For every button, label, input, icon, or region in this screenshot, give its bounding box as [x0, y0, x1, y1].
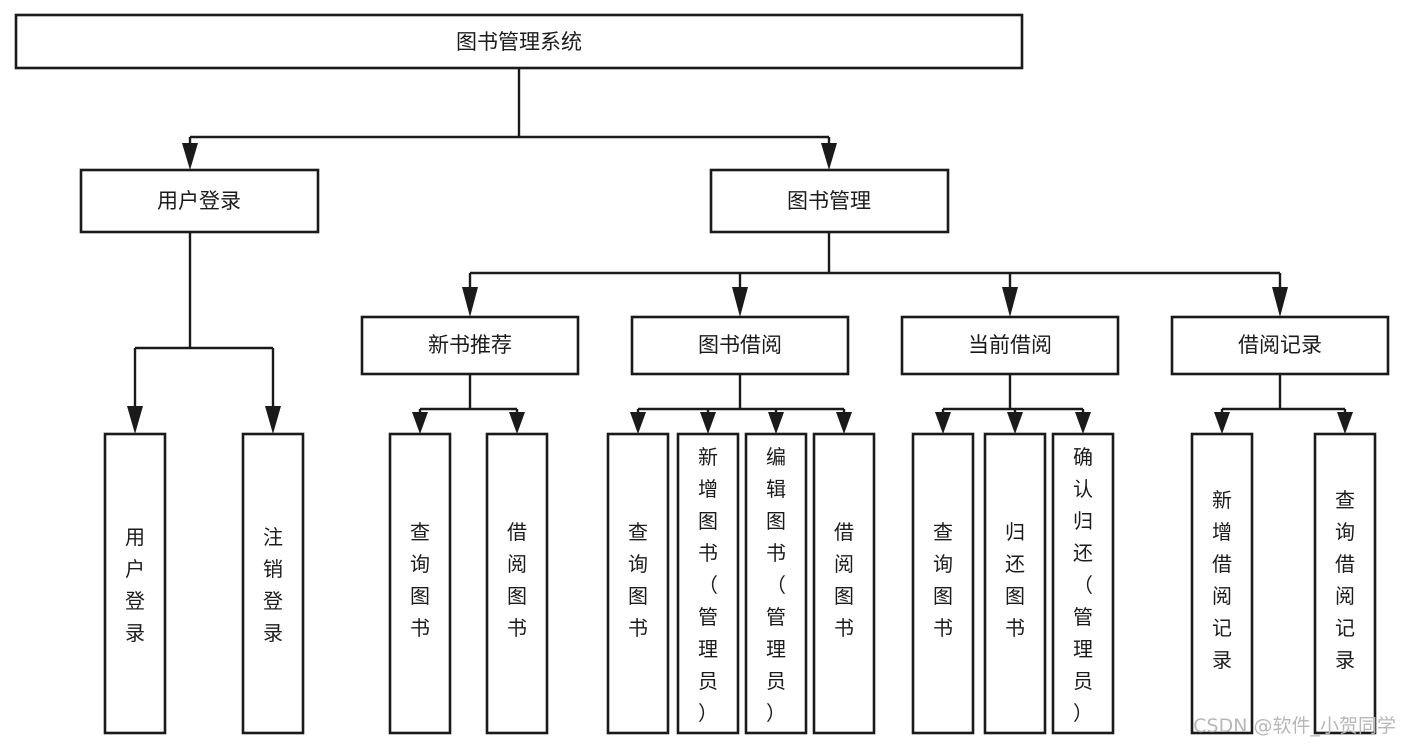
arrow-to-book-borrow [732, 287, 748, 317]
arrow-to-leaf-return-book [1007, 412, 1023, 434]
node-user-login-label: 用户登录 [157, 189, 241, 213]
node-book-borrow-box[interactable] [630, 315, 850, 376]
node-current-borrow-label: 当前借阅 [968, 333, 1052, 357]
node-leaf-query-borrow-record[interactable]: 查询借阅记录 [1313, 432, 1377, 735]
node-book-management[interactable]: 图书管理 [709, 168, 950, 234]
node-book-management-label: 图书管理 [787, 189, 871, 213]
node-leaf-user-login[interactable]: 用户登录 [103, 432, 167, 735]
csdn-watermark: CSDN @软件_小贺同学 [1193, 715, 1396, 737]
node-leaf-query-book-2-box[interactable] [606, 432, 670, 735]
node-leaf-return-book-box[interactable] [983, 432, 1047, 735]
node-leaf-query-borrow-record-box[interactable] [1313, 432, 1377, 735]
arrow-to-leaf-query-borrow-record [1337, 412, 1353, 434]
node-leaf-query-book-3-label: 查询图书 [933, 520, 953, 640]
node-leaf-user-login-label: 用户登录 [125, 525, 145, 645]
node-user-login-box[interactable] [79, 168, 320, 234]
node-new-book-recommend-box[interactable] [360, 315, 580, 376]
node-leaf-add-book[interactable]: 新增图书（管理员） [676, 432, 740, 735]
node-leaf-query-book-3[interactable]: 查询图书 [911, 432, 975, 735]
arrow-to-new-book-recommend [462, 287, 478, 317]
node-leaf-query-book-2[interactable]: 查询图书 [606, 432, 670, 735]
node-leaf-add-borrow-record-box[interactable] [1190, 432, 1254, 735]
arrow-to-leaf-borrow-book-2 [836, 412, 852, 434]
node-leaf-query-book-2-label: 查询图书 [628, 520, 648, 640]
arrow-to-leaf-query-book-2 [630, 412, 646, 434]
arrow-to-leaf-query-book-1 [412, 412, 428, 434]
node-borrow-record[interactable]: 借阅记录 [1170, 315, 1390, 376]
node-leaf-user-login-box[interactable] [103, 432, 167, 735]
node-current-borrow-box[interactable] [900, 315, 1120, 376]
arrow-to-borrow-record [1272, 287, 1288, 317]
node-borrow-record-label: 借阅记录 [1238, 333, 1322, 357]
node-leaf-add-book-box[interactable] [676, 432, 740, 735]
node-leaf-add-borrow-record[interactable]: 新增借阅记录 [1190, 432, 1254, 735]
node-leaf-user-logout-box[interactable] [241, 432, 305, 735]
arrow-to-leaf-add-book [700, 412, 716, 434]
node-leaf-borrow-book-1[interactable]: 借阅图书 [485, 432, 549, 735]
node-leaf-borrow-book-1-box[interactable] [485, 432, 549, 735]
arrow-to-leaf-borrow-book-1 [509, 412, 525, 434]
arrow-to-leaf-user-logout [265, 406, 281, 434]
node-leaf-add-book-label: 新增图书（管理员） [698, 445, 718, 725]
node-leaf-confirm-return[interactable]: 确认归还（管理员） [1051, 432, 1115, 735]
node-root[interactable]: 图书管理系统 [14, 13, 1024, 70]
connector-layer [127, 68, 1353, 434]
arrow-root-to-book-management [821, 143, 837, 170]
node-leaf-borrow-book-1-label: 借阅图书 [507, 520, 527, 640]
node-leaf-query-book-1-box[interactable] [388, 432, 452, 735]
node-leaf-edit-book-label: 编辑图书（管理员） [766, 445, 786, 725]
arrow-to-leaf-confirm-return [1075, 412, 1091, 434]
arrow-to-leaf-user-login [127, 406, 143, 434]
node-leaf-confirm-return-label: 确认归还（管理员） [1073, 445, 1093, 725]
arrow-to-leaf-add-borrow-record [1214, 412, 1230, 434]
node-borrow-record-box[interactable] [1170, 315, 1390, 376]
node-book-borrow[interactable]: 图书借阅 [630, 315, 850, 376]
node-current-borrow[interactable]: 当前借阅 [900, 315, 1120, 376]
arrow-to-leaf-query-book-3 [935, 412, 951, 434]
node-leaf-edit-book[interactable]: 编辑图书（管理员） [744, 432, 808, 735]
node-book-management-box[interactable] [709, 168, 950, 234]
node-leaf-borrow-book-2-label: 借阅图书 [834, 520, 854, 640]
arrow-to-current-borrow [1002, 287, 1018, 317]
node-leaf-edit-book-box[interactable] [744, 432, 808, 735]
node-new-book-recommend-label: 新书推荐 [428, 333, 512, 357]
node-new-book-recommend[interactable]: 新书推荐 [360, 315, 580, 376]
node-book-borrow-label: 图书借阅 [698, 333, 782, 357]
node-leaf-borrow-book-2-box[interactable] [812, 432, 876, 735]
node-leaf-borrow-book-2[interactable]: 借阅图书 [812, 432, 876, 735]
node-root-label: 图书管理系统 [456, 30, 582, 54]
node-leaf-query-book-1-label: 查询图书 [410, 520, 430, 640]
leaf-node-layer: 用户登录 注销登录 查询图书 借阅图书 查询图书 新增图书（管理员） [103, 432, 1377, 735]
node-leaf-query-borrow-record-label: 查询借阅记录 [1335, 488, 1355, 672]
node-leaf-query-book-1[interactable]: 查询图书 [388, 432, 452, 735]
node-leaf-user-logout-label: 注销登录 [263, 525, 283, 645]
node-leaf-return-book[interactable]: 归还图书 [983, 432, 1047, 735]
node-user-login[interactable]: 用户登录 [79, 168, 320, 234]
node-leaf-return-book-label: 归还图书 [1005, 520, 1025, 640]
node-leaf-user-logout[interactable]: 注销登录 [241, 432, 305, 735]
node-leaf-add-borrow-record-label: 新增借阅记录 [1212, 488, 1232, 672]
node-leaf-confirm-return-box[interactable] [1051, 432, 1115, 735]
node-root-box[interactable] [14, 13, 1024, 70]
arrow-to-leaf-edit-book [768, 412, 784, 434]
arrow-root-to-user-login [182, 143, 198, 170]
node-leaf-query-book-3-box[interactable] [911, 432, 975, 735]
